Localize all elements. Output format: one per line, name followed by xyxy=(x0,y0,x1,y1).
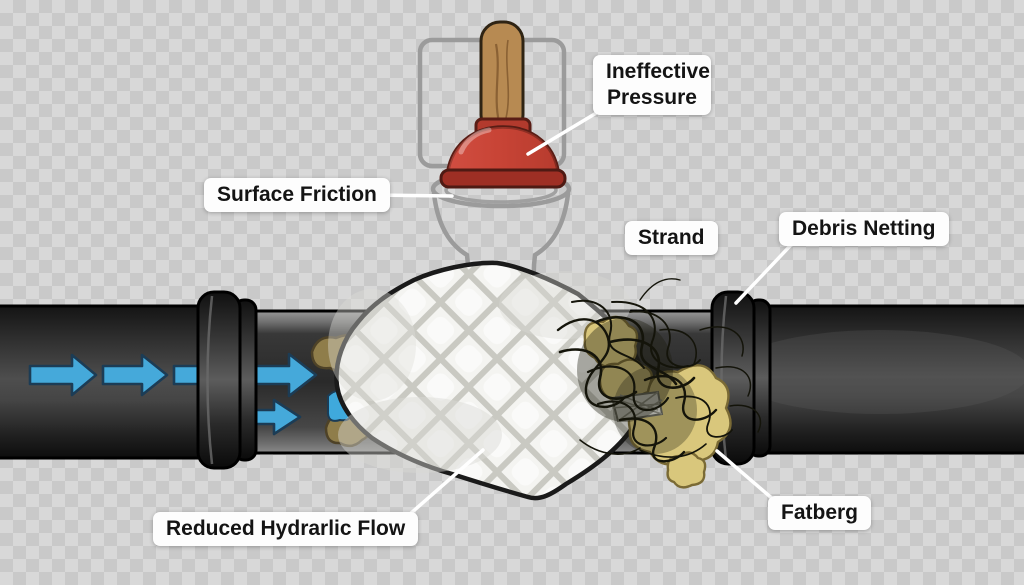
label-reduced-hydraulic-flow: Reduced Hydrarlic Flow xyxy=(153,512,419,546)
leader-debris-netting xyxy=(734,244,792,305)
leader-ineffective-pressure xyxy=(526,110,600,156)
label-debris-netting: Debris Netting xyxy=(779,212,949,246)
pipe-coupling-left xyxy=(196,290,258,470)
hair-strand-tangle xyxy=(556,278,762,463)
label-surface-friction: Surface Friction xyxy=(204,178,390,212)
leader-fatberg xyxy=(715,449,776,502)
leader-lines xyxy=(368,110,792,516)
plunger-icon xyxy=(439,20,567,189)
label-fatberg: Fatberg xyxy=(768,496,872,530)
label-ineffective-pressure: Ineffective Pressure xyxy=(593,55,711,115)
leader-reduced-flow xyxy=(408,448,485,516)
label-strand: Strand xyxy=(625,221,718,255)
